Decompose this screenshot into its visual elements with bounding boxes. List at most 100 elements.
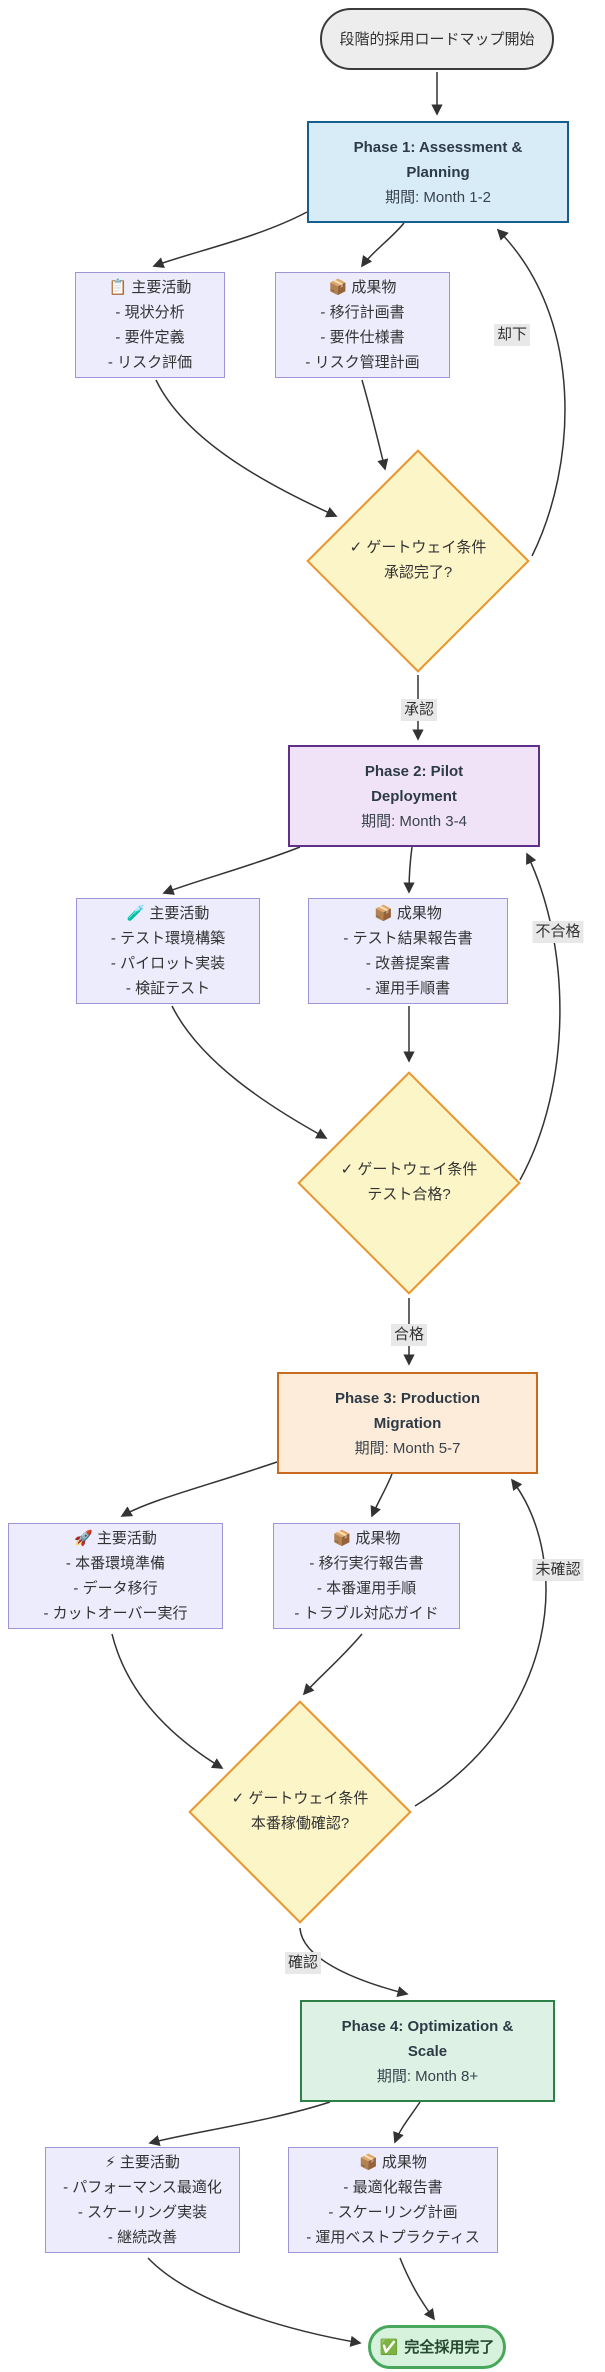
phase4-node: Phase 4: Optimization & Scale 期間: Month … [300, 2000, 555, 2102]
activities-title: 主要活動 [119, 2154, 180, 2171]
phase2-deliverables-node: 📦 成果物 - テスト結果報告書 - 改善提案書 - 運用手順書 [308, 898, 508, 1004]
activities-title: 主要活動 [149, 905, 210, 922]
package-icon: 📦 [332, 1530, 352, 1547]
deliverable-item: - トラブル対応ガイド [294, 1605, 439, 1622]
gate2-text: ✓ ゲートウェイ条件 テスト合格? [309, 1157, 509, 1207]
edge-deliverables4-end [399, 2257, 435, 2321]
edge-phase2-deliverables [403, 846, 415, 894]
edge-gate1-reject [496, 228, 566, 557]
edge-phase2-activities [162, 846, 301, 895]
deliverable-item: - スケーリング計画 [328, 2204, 458, 2221]
edge-deliverables3-gate3 [302, 1633, 363, 1696]
edge-deliverables1-gate1 [361, 379, 389, 471]
gate-title: ゲートウェイ条件 [248, 1790, 369, 1807]
package-icon: 📦 [328, 279, 348, 296]
phase3-node: Phase 3: Production Migration 期間: Month … [277, 1372, 538, 1474]
phase1-node: Phase 1: Assessment & Planning 期間: Month… [307, 121, 569, 223]
edge-phase3-activities [120, 1461, 278, 1517]
deliverables-title: 成果物 [381, 2154, 427, 2171]
edge-gate3-confirm [299, 1927, 409, 1998]
edge-activities4-end [147, 2257, 362, 2347]
deliverable-item: - 本番運用手順 [316, 1580, 417, 1597]
activity-item: - 本番環境準備 [65, 1555, 166, 1572]
edge-gate3-unconfirmed [414, 1478, 547, 1807]
edge-label-unconfirmed: 未確認 [532, 1559, 584, 1581]
edge-label-pass: 合格 [390, 1324, 428, 1346]
gate-title: ゲートウェイ条件 [366, 539, 487, 556]
edge-phase3-deliverables [370, 1473, 393, 1518]
edge-phase1-activities [152, 211, 308, 268]
deliverables-title: 成果物 [355, 1530, 401, 1547]
phase1-activities-node: 📋 主要活動 - 現状分析 - 要件定義 - リスク評価 [75, 272, 225, 378]
deliverable-item: - 改善提案書 [365, 955, 451, 972]
phase3-period: 期間: Month 5-7 [354, 1439, 461, 1457]
phase2-node: Phase 2: Pilot Deployment 期間: Month 3-4 [288, 745, 540, 847]
edge-phase4-deliverables [393, 2101, 421, 2144]
activity-item: - パイロット実装 [110, 955, 226, 972]
edge-activities2-gate2 [171, 1005, 328, 1139]
lightning-icon: ⚡ [105, 2154, 116, 2171]
phase2-title: Phase 2: Pilot Deployment [364, 762, 464, 805]
deliverable-item: - 運用手順書 [365, 980, 451, 997]
gate1-text: ✓ ゲートウェイ条件 承認完了? [318, 535, 518, 585]
phase3-deliverables-node: 📦 成果物 - 移行実行報告書 - 本番運用手順 - トラブル対応ガイド [273, 1523, 460, 1629]
activity-item: - データ移行 [73, 1580, 158, 1597]
edge-activities1-gate1 [155, 379, 338, 518]
end-label: 完全採用完了 [404, 2338, 495, 2356]
gate-question: テスト合格? [367, 1186, 451, 1203]
deliverable-item: - 移行実行報告書 [309, 1555, 424, 1572]
deliverable-item: - 運用ベストプラクティス [306, 2229, 480, 2246]
phase4-deliverables-node: 📦 成果物 - 最適化報告書 - スケーリング計画 - 運用ベストプラクティス [288, 2147, 498, 2253]
edge-label-fail: 不合格 [532, 921, 584, 943]
deliverable-item: - 移行計画書 [320, 304, 405, 321]
check-icon: ✓ [231, 1790, 245, 1807]
gate-question: 本番稼働確認? [250, 1815, 350, 1832]
deliverable-item: - 要件仕様書 [320, 329, 405, 346]
deliverables-title: 成果物 [396, 905, 442, 922]
activities-title: 主要活動 [96, 1530, 157, 1547]
gate3-text: ✓ ゲートウェイ条件 本番稼働確認? [200, 1786, 400, 1836]
deliverables-title: 成果物 [351, 279, 397, 296]
edge-phase4-activities [148, 2101, 331, 2147]
phase4-title: Phase 4: Optimization & Scale [341, 2017, 514, 2060]
deliverable-item: - テスト結果報告書 [343, 930, 473, 947]
activities-title: 主要活動 [131, 279, 192, 296]
start-label: 段階的採用ロードマップ開始 [339, 30, 535, 48]
start-node: 段階的採用ロードマップ開始 [320, 8, 554, 70]
edge-label-reject: 却下 [493, 324, 531, 346]
end-node: ✅ 完全採用完了 [368, 2325, 506, 2369]
activity-item: - 検証テスト [125, 980, 211, 997]
activity-item: - カットオーバー実行 [43, 1605, 188, 1622]
edge-phase1-deliverables [361, 222, 405, 268]
gate-question: 承認完了? [383, 564, 453, 581]
phase3-title: Phase 3: Production Migration [334, 1389, 481, 1432]
activity-item: - パフォーマンス最適化 [63, 2179, 222, 2196]
phase4-period: 期間: Month 8+ [376, 2067, 479, 2085]
rocket-icon: 🚀 [74, 1530, 93, 1547]
activity-item: - 継続改善 [107, 2229, 178, 2246]
package-icon: 📦 [374, 905, 393, 922]
phase3-activities-node: 🚀 主要活動 - 本番環境準備 - データ移行 - カットオーバー実行 [8, 1523, 223, 1629]
phase4-activities-node: ⚡ 主要活動 - パフォーマンス最適化 - スケーリング実装 - 継続改善 [45, 2147, 240, 2253]
clipboard-icon: 📋 [108, 279, 128, 296]
gate-title: ゲートウェイ条件 [357, 1161, 478, 1178]
phase1-period: 期間: Month 1-2 [385, 188, 491, 206]
activity-item: - スケーリング実装 [77, 2204, 208, 2221]
check-icon: ✓ [340, 1161, 354, 1178]
activity-item: - 要件定義 [115, 329, 185, 346]
check-box-icon: ✅ [379, 2338, 399, 2356]
test-tube-icon: 🧪 [126, 905, 146, 922]
phase2-activities-node: 🧪 主要活動 - テスト環境構築 - パイロット実装 - 検証テスト [76, 898, 260, 1004]
check-icon: ✓ [349, 539, 363, 556]
phase1-title: Phase 1: Assessment & Planning [353, 138, 523, 181]
edge-label-confirm: 確認 [284, 1952, 322, 1974]
deliverable-item: - リスク管理計画 [305, 354, 420, 371]
activity-item: - テスト環境構築 [110, 930, 226, 947]
deliverable-item: - 最適化報告書 [343, 2179, 443, 2196]
activity-item: - リスク評価 [107, 354, 193, 371]
phase1-deliverables-node: 📦 成果物 - 移行計画書 - 要件仕様書 - リスク管理計画 [275, 272, 450, 378]
edge-label-approve: 承認 [400, 699, 438, 721]
edge-gate2-fail [519, 852, 561, 1181]
